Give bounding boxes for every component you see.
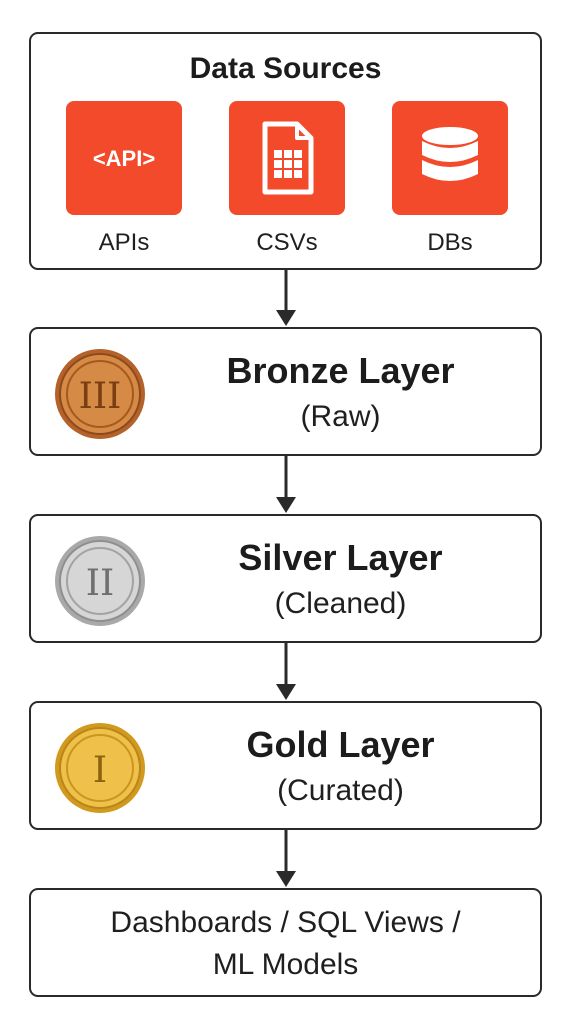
- outputs-line-1: Dashboards / SQL Views /: [110, 906, 461, 939]
- source-csvs: CSVs: [229, 101, 345, 257]
- bronze-layer-box: III Bronze Layer (Raw): [29, 327, 542, 456]
- silver-layer-box: II Silver Layer (Cleaned): [29, 514, 542, 643]
- gold-layer-box: I Gold Layer (Curated): [29, 701, 542, 830]
- outputs-box: Dashboards / SQL Views / ML Models: [29, 888, 542, 997]
- data-sources-box: Data Sources <API> APIs: [29, 32, 542, 270]
- gold-coin-icon: I: [55, 723, 145, 813]
- silver-layer-title: Silver Layer: [238, 537, 443, 578]
- silver-coin-icon: II: [55, 536, 145, 626]
- outputs-line-2: ML Models: [212, 948, 359, 981]
- source-label-csvs: CSVs: [256, 229, 318, 256]
- gold-coin-numeral: I: [93, 750, 107, 791]
- arrow-down-icon: [276, 270, 296, 326]
- source-label-apis: APIs: [98, 229, 150, 256]
- source-label-dbs: DBs: [427, 229, 473, 256]
- bronze-coin-icon: III: [55, 349, 145, 439]
- arrow-down-icon: [276, 643, 296, 700]
- silver-layer-text: Silver Layer (Cleaned): [151, 536, 530, 624]
- source-apis: <API> APIs: [66, 101, 182, 257]
- database-icon: [392, 101, 508, 215]
- silver-coin-numeral: II: [86, 563, 114, 604]
- bronze-layer-title: Bronze Layer: [226, 350, 455, 391]
- bronze-coin-numeral: III: [79, 376, 122, 417]
- gold-layer-title: Gold Layer: [246, 724, 435, 765]
- silver-layer-subtitle: (Cleaned): [274, 587, 407, 620]
- source-dbs: DBs: [392, 101, 508, 257]
- data-sources-title: Data Sources: [189, 52, 382, 85]
- arrow-down-icon: [276, 456, 296, 513]
- arrow-down-icon: [276, 830, 296, 887]
- bronze-layer-text: Bronze Layer (Raw): [151, 349, 530, 437]
- gold-layer-text: Gold Layer (Curated): [151, 723, 530, 811]
- gold-layer-subtitle: (Curated): [277, 774, 404, 807]
- api-icon: <API>: [66, 101, 182, 215]
- csv-file-icon: [229, 101, 345, 215]
- api-icon-text: <API>: [93, 146, 155, 171]
- bronze-layer-subtitle: (Raw): [300, 400, 381, 433]
